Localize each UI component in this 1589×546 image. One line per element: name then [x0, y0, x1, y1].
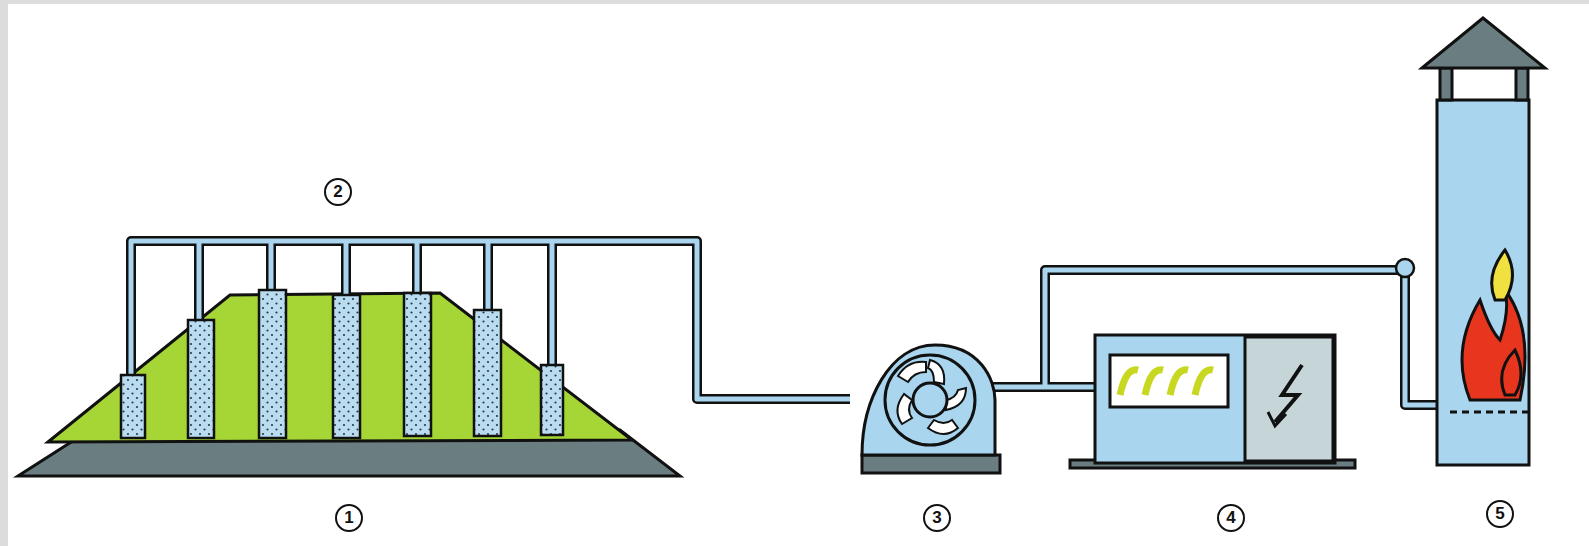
blower	[862, 345, 1000, 473]
callout-circles	[325, 179, 1513, 531]
edge-band	[0, 0, 8, 546]
callout-number: 5	[1487, 501, 1513, 527]
flare-stack	[1422, 18, 1545, 465]
generator	[1070, 335, 1355, 468]
callout-number: 1	[336, 505, 362, 531]
callout-number: 2	[325, 179, 351, 205]
callout-number: 3	[924, 505, 950, 531]
gas-wells	[121, 290, 563, 438]
callout-number: 4	[1218, 505, 1244, 531]
landfill	[18, 293, 680, 476]
